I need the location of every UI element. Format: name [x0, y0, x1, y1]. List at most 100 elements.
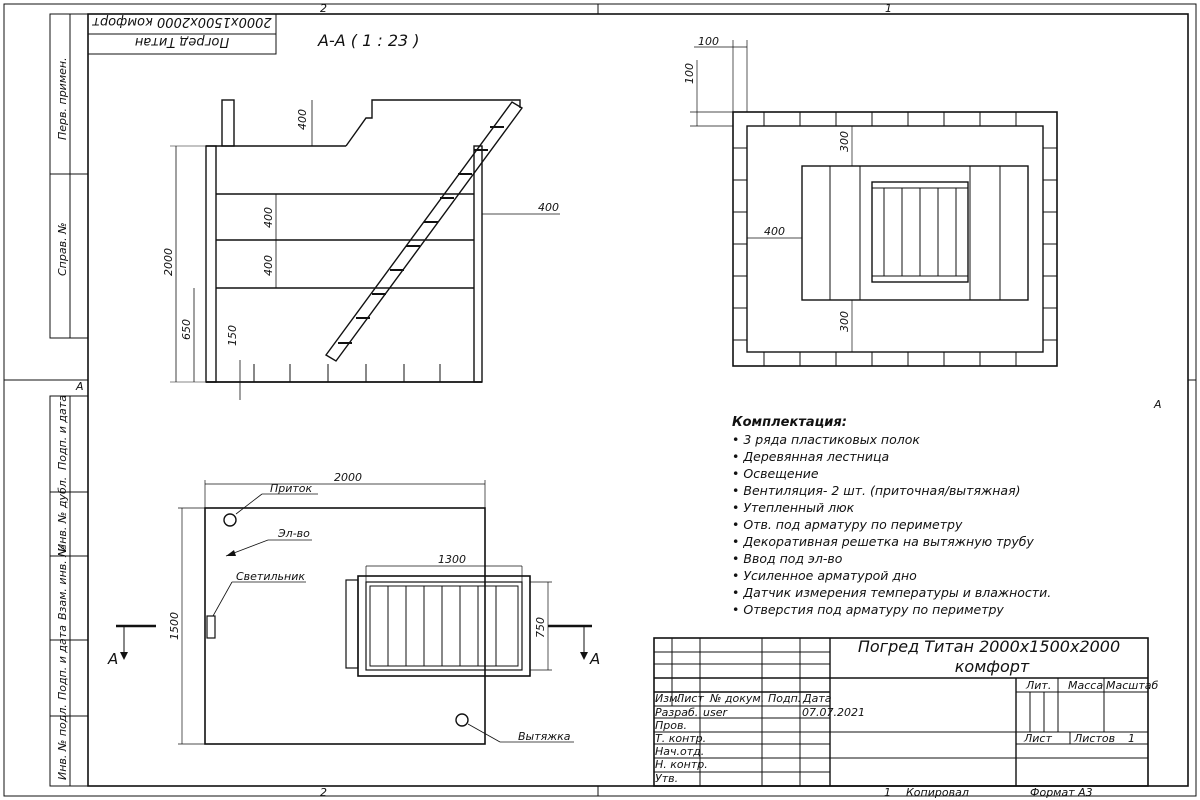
spec-item: Освещение [732, 465, 1152, 482]
cut-label-left: А [107, 650, 118, 668]
outer-frame [3, 3, 1197, 797]
footer-format: Формат А3 [1030, 786, 1093, 799]
hatch-hinge [345, 579, 359, 669]
side-label-perv: Перв. примен. [56, 57, 69, 140]
vent-pipe [221, 99, 235, 147]
drawing-title-line-1: Погред Титан 2000x1500x2000 [858, 637, 1120, 656]
label-lit: Лит. [1025, 679, 1051, 692]
spec-item: 3 ряда пластиковых полок [732, 431, 1152, 448]
side-label-sprav: Справ. № [56, 222, 69, 276]
dim-100-horizontal: 100 [698, 35, 719, 48]
row-nachotd: Нач.отд. [655, 745, 704, 758]
drawing-title-line-2: комфорт [955, 657, 1030, 676]
frame-number-top-right: 1 [885, 2, 892, 15]
ladder [324, 101, 524, 362]
shelf-plan [801, 165, 1029, 301]
side-label-inv-podl: Инв. № подл. [56, 704, 69, 780]
mirrored-stamp: Погред Титан 2000x1500x2000 комфорт [87, 13, 277, 55]
shelf-boards [829, 166, 1001, 300]
row-razrab: Разраб. [655, 706, 698, 719]
inner-wall [746, 125, 1044, 353]
side-column: Перв. примен. Справ. № Подп. и дата Инв.… [49, 13, 89, 787]
lamp-icon [206, 615, 216, 639]
section-view: А-А ( 1 : 23 ) [162, 31, 560, 400]
designer-user: user [703, 706, 728, 719]
hatch-neck [345, 99, 521, 147]
top-view: 100 100 300 300 400 [683, 35, 1058, 367]
label-inlet: Приток [270, 482, 313, 495]
plan-view: 2000 1500 1300 750 Приток Эл-во Светиль [107, 471, 600, 745]
label-power: Эл-во [277, 527, 310, 540]
dim-2000-width: 2000 [334, 471, 362, 484]
dim-650: 650 [180, 319, 193, 340]
footer-copied: Копировал [906, 786, 969, 799]
stamp-line-1: Погред Титан [134, 34, 229, 49]
label-lamp: Светильник [236, 570, 305, 583]
spec-item: Утепленный люк [732, 499, 1152, 516]
hdr-list: Лист [675, 692, 704, 705]
ladder-plan [871, 181, 969, 283]
dim-100-vertical: 100 [683, 63, 696, 84]
listov-count: 1 [1128, 732, 1135, 745]
plan-outline [204, 507, 486, 745]
dim-300-bottom: 300 [838, 311, 851, 332]
left-wall [205, 145, 217, 383]
spec-item: Вентиляция- 2 шт. (приточная/вытяжная) [732, 482, 1152, 499]
title-block: Погред Титан 2000x1500x2000 комфорт Изм.… [653, 637, 1158, 799]
right-wall [473, 145, 483, 383]
hdr-sign: Подп. [768, 692, 801, 705]
exhaust-vent-icon [455, 713, 469, 727]
outer-wall [732, 111, 1058, 367]
hatch-boards [387, 586, 497, 666]
side-label-vzam: Взам. инв. № [56, 545, 69, 620]
footer-sheet-number: 1 [884, 786, 891, 799]
label-list: Лист [1023, 732, 1052, 745]
stamp-line-2: 2000x1500x2000 комфорт [92, 14, 272, 29]
cut-label-right: А [589, 650, 600, 668]
floor-ribs [253, 364, 441, 382]
row-tkontr: Т. контр. [655, 732, 706, 745]
dim-400-top: 400 [296, 109, 309, 130]
dim-400-shelf1: 400 [262, 207, 275, 228]
hdr-doc: № докум. [709, 692, 764, 705]
power-arrow-icon [226, 550, 236, 556]
dim-2000-height: 2000 [162, 248, 175, 276]
spec-list: 3 ряда пластиковых полок Деревянная лест… [732, 431, 1152, 618]
label-masshtab: Масштаб [1106, 679, 1158, 692]
zone-letter-left: A [75, 380, 84, 393]
dim-400-shelf2: 400 [262, 255, 275, 276]
dim-1300: 1300 [438, 553, 466, 566]
equipment-spec: Комплектация: 3 ряда пластиковых полок Д… [732, 414, 1152, 618]
side-label-podp2: Подп. и дата [56, 625, 69, 700]
dim-400-plan: 400 [764, 225, 785, 238]
spec-item: Усиленное арматурой дно [732, 567, 1152, 584]
spec-item: Отв. под арматуру по периметру [732, 516, 1152, 533]
section-title: А-А ( 1 : 23 ) [317, 31, 420, 50]
dim-150: 150 [226, 325, 239, 346]
dim-750: 750 [534, 617, 547, 638]
label-listov: Листов [1073, 732, 1115, 745]
hdr-izm: Изм. [655, 692, 681, 705]
side-label-inv-dubl: Инв. № дубл. [56, 477, 69, 552]
label-exhaust: Вытяжка [518, 730, 571, 743]
frame-number-bottom-left: 2 [320, 786, 327, 799]
label-massa: Масса [1068, 679, 1103, 692]
hdr-date: Дата [802, 692, 832, 705]
design-date: 07.07.2021 [802, 706, 865, 719]
spec-item: Декоративная решетка на вытяжную трубу [732, 533, 1152, 550]
spec-item: Деревянная лестница [732, 448, 1152, 465]
spec-item: Датчик измерения температуры и влажности… [732, 584, 1152, 601]
frame-number-top-left: 2 [320, 2, 327, 15]
spec-item: Ввод под эл-во [732, 550, 1152, 567]
hatch-frame [357, 575, 531, 677]
dim-1500: 1500 [168, 612, 181, 640]
spec-item: Отверстия под арматуру по периметру [732, 601, 1152, 618]
row-nkontr: Н. контр. [655, 758, 708, 771]
wall-blocks [733, 112, 1057, 366]
zone-letter-right: A [1153, 398, 1162, 411]
spec-heading: Комплектация: [732, 415, 847, 430]
row-utv: Утв. [655, 772, 678, 785]
row-prov: Пров. [655, 719, 687, 732]
dim-400-right: 400 [538, 201, 559, 214]
